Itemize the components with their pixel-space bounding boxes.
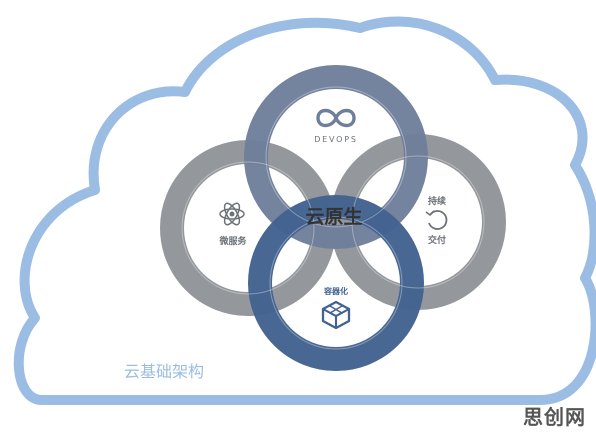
refresh-circle-icon [425, 210, 448, 230]
container-ring [248, 195, 424, 371]
continuous-delivery-label-line1: 持续 [428, 195, 446, 207]
cube-icon [321, 300, 351, 330]
devops-ring [244, 65, 428, 249]
continuous-delivery-label-line2: 交付 [428, 234, 446, 246]
infrastructure-label: 云基础架构 [124, 362, 204, 381]
devops-label: DEVOPS [314, 135, 358, 144]
center-label: 云原生 [305, 205, 362, 228]
watermark: 思创网 [523, 405, 586, 429]
cloud-outline [13, 16, 596, 405]
atom-icon [219, 202, 245, 226]
microservices-label: 微服务 [218, 235, 247, 247]
containerization-label: 容器化 [323, 286, 348, 296]
infinity-icon [316, 108, 356, 128]
